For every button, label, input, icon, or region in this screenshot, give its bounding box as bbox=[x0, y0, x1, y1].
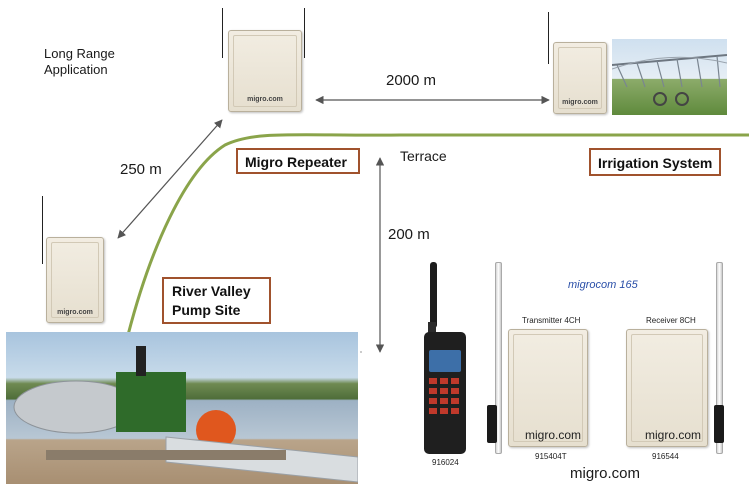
product-name: migrocom 165 bbox=[568, 279, 638, 291]
distance-2000m-label: 2000 m bbox=[386, 72, 437, 89]
repeater-enclosure-icon: migro.com bbox=[228, 30, 302, 112]
transmitter-label: Transmitter 4CH bbox=[522, 316, 581, 325]
irrigation-photo bbox=[612, 39, 727, 115]
river-valley-label: River Valley Pump Site bbox=[162, 277, 271, 324]
terrace-label: Terrace bbox=[400, 148, 447, 164]
distance-250m-label: 250 m bbox=[120, 161, 162, 178]
antenna-mount bbox=[487, 405, 497, 443]
irrigation-system-label: Irrigation System bbox=[589, 148, 721, 176]
pump-site-photo bbox=[6, 332, 358, 484]
antenna-icon bbox=[42, 196, 43, 264]
receiver-label: Receiver 8CH bbox=[646, 316, 696, 325]
pump-enclosure-icon: migro.com bbox=[46, 237, 104, 323]
code-radio: 916024 bbox=[432, 458, 459, 467]
terrace-line bbox=[126, 133, 749, 336]
irrigation-enclosure-icon: migro.com bbox=[553, 42, 607, 114]
transmitter-enclosure-icon: migro.com bbox=[508, 329, 588, 447]
enclosure-brand: migro.com bbox=[247, 96, 283, 103]
code-receiver: 916544 bbox=[652, 452, 679, 461]
enclosure-brand: migro.com bbox=[57, 309, 93, 316]
walkie-talkie-icon bbox=[424, 262, 466, 454]
receiver-brand: migro.com bbox=[644, 428, 701, 442]
arrow-250m bbox=[117, 119, 223, 239]
code-transmitter: 915404T bbox=[535, 452, 567, 461]
antenna-icon bbox=[304, 8, 305, 58]
antenna-icon bbox=[495, 262, 502, 454]
receiver-enclosure-icon: migro.com bbox=[626, 329, 708, 447]
footer-brand: migro.com bbox=[570, 465, 641, 482]
enclosure-brand: migro.com bbox=[562, 99, 598, 106]
antenna-mount bbox=[714, 405, 724, 443]
antenna-icon bbox=[716, 262, 723, 454]
long-range-label: Long Range Application bbox=[44, 46, 115, 77]
antenna-icon bbox=[222, 8, 223, 58]
transmitter-brand: migro.com bbox=[524, 428, 581, 442]
distance-200m-label: 200 m bbox=[388, 226, 430, 243]
antenna-icon bbox=[548, 12, 549, 64]
migro-repeater-label: Migro Repeater bbox=[236, 148, 360, 174]
